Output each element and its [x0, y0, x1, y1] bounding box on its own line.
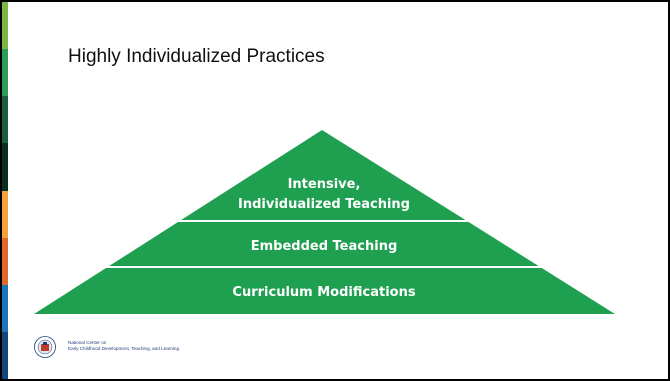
tier-label-intensive: Intensive,: [288, 177, 361, 192]
sidebar-segment: [2, 96, 8, 144]
sidebar-segment: [2, 237, 8, 285]
footer-org-name: National Center on Early Childhood Devel…: [68, 340, 179, 352]
sidebar-segment: [2, 190, 8, 238]
sidebar-segment: [2, 143, 8, 191]
sidebar-segment: [2, 284, 8, 332]
tier-label-embedded: Embedded Teaching: [251, 239, 398, 254]
sidebar-segment: [2, 2, 8, 50]
tier-label-individualized: Individualized Teaching: [238, 197, 410, 212]
tier-label-curriculum: Curriculum Modifications: [232, 285, 415, 300]
slide-title: Highly Individualized Practices: [68, 46, 325, 67]
footer-line-2: Early Childhood Development, Teaching, a…: [68, 346, 180, 351]
sidebar-segment: [2, 331, 8, 379]
footer-line-1: National Center on: [68, 340, 107, 345]
sidebar-segment: [2, 49, 8, 97]
ncecdtl-seal-icon: [34, 336, 56, 358]
sidebar-color-strip: [2, 2, 8, 379]
